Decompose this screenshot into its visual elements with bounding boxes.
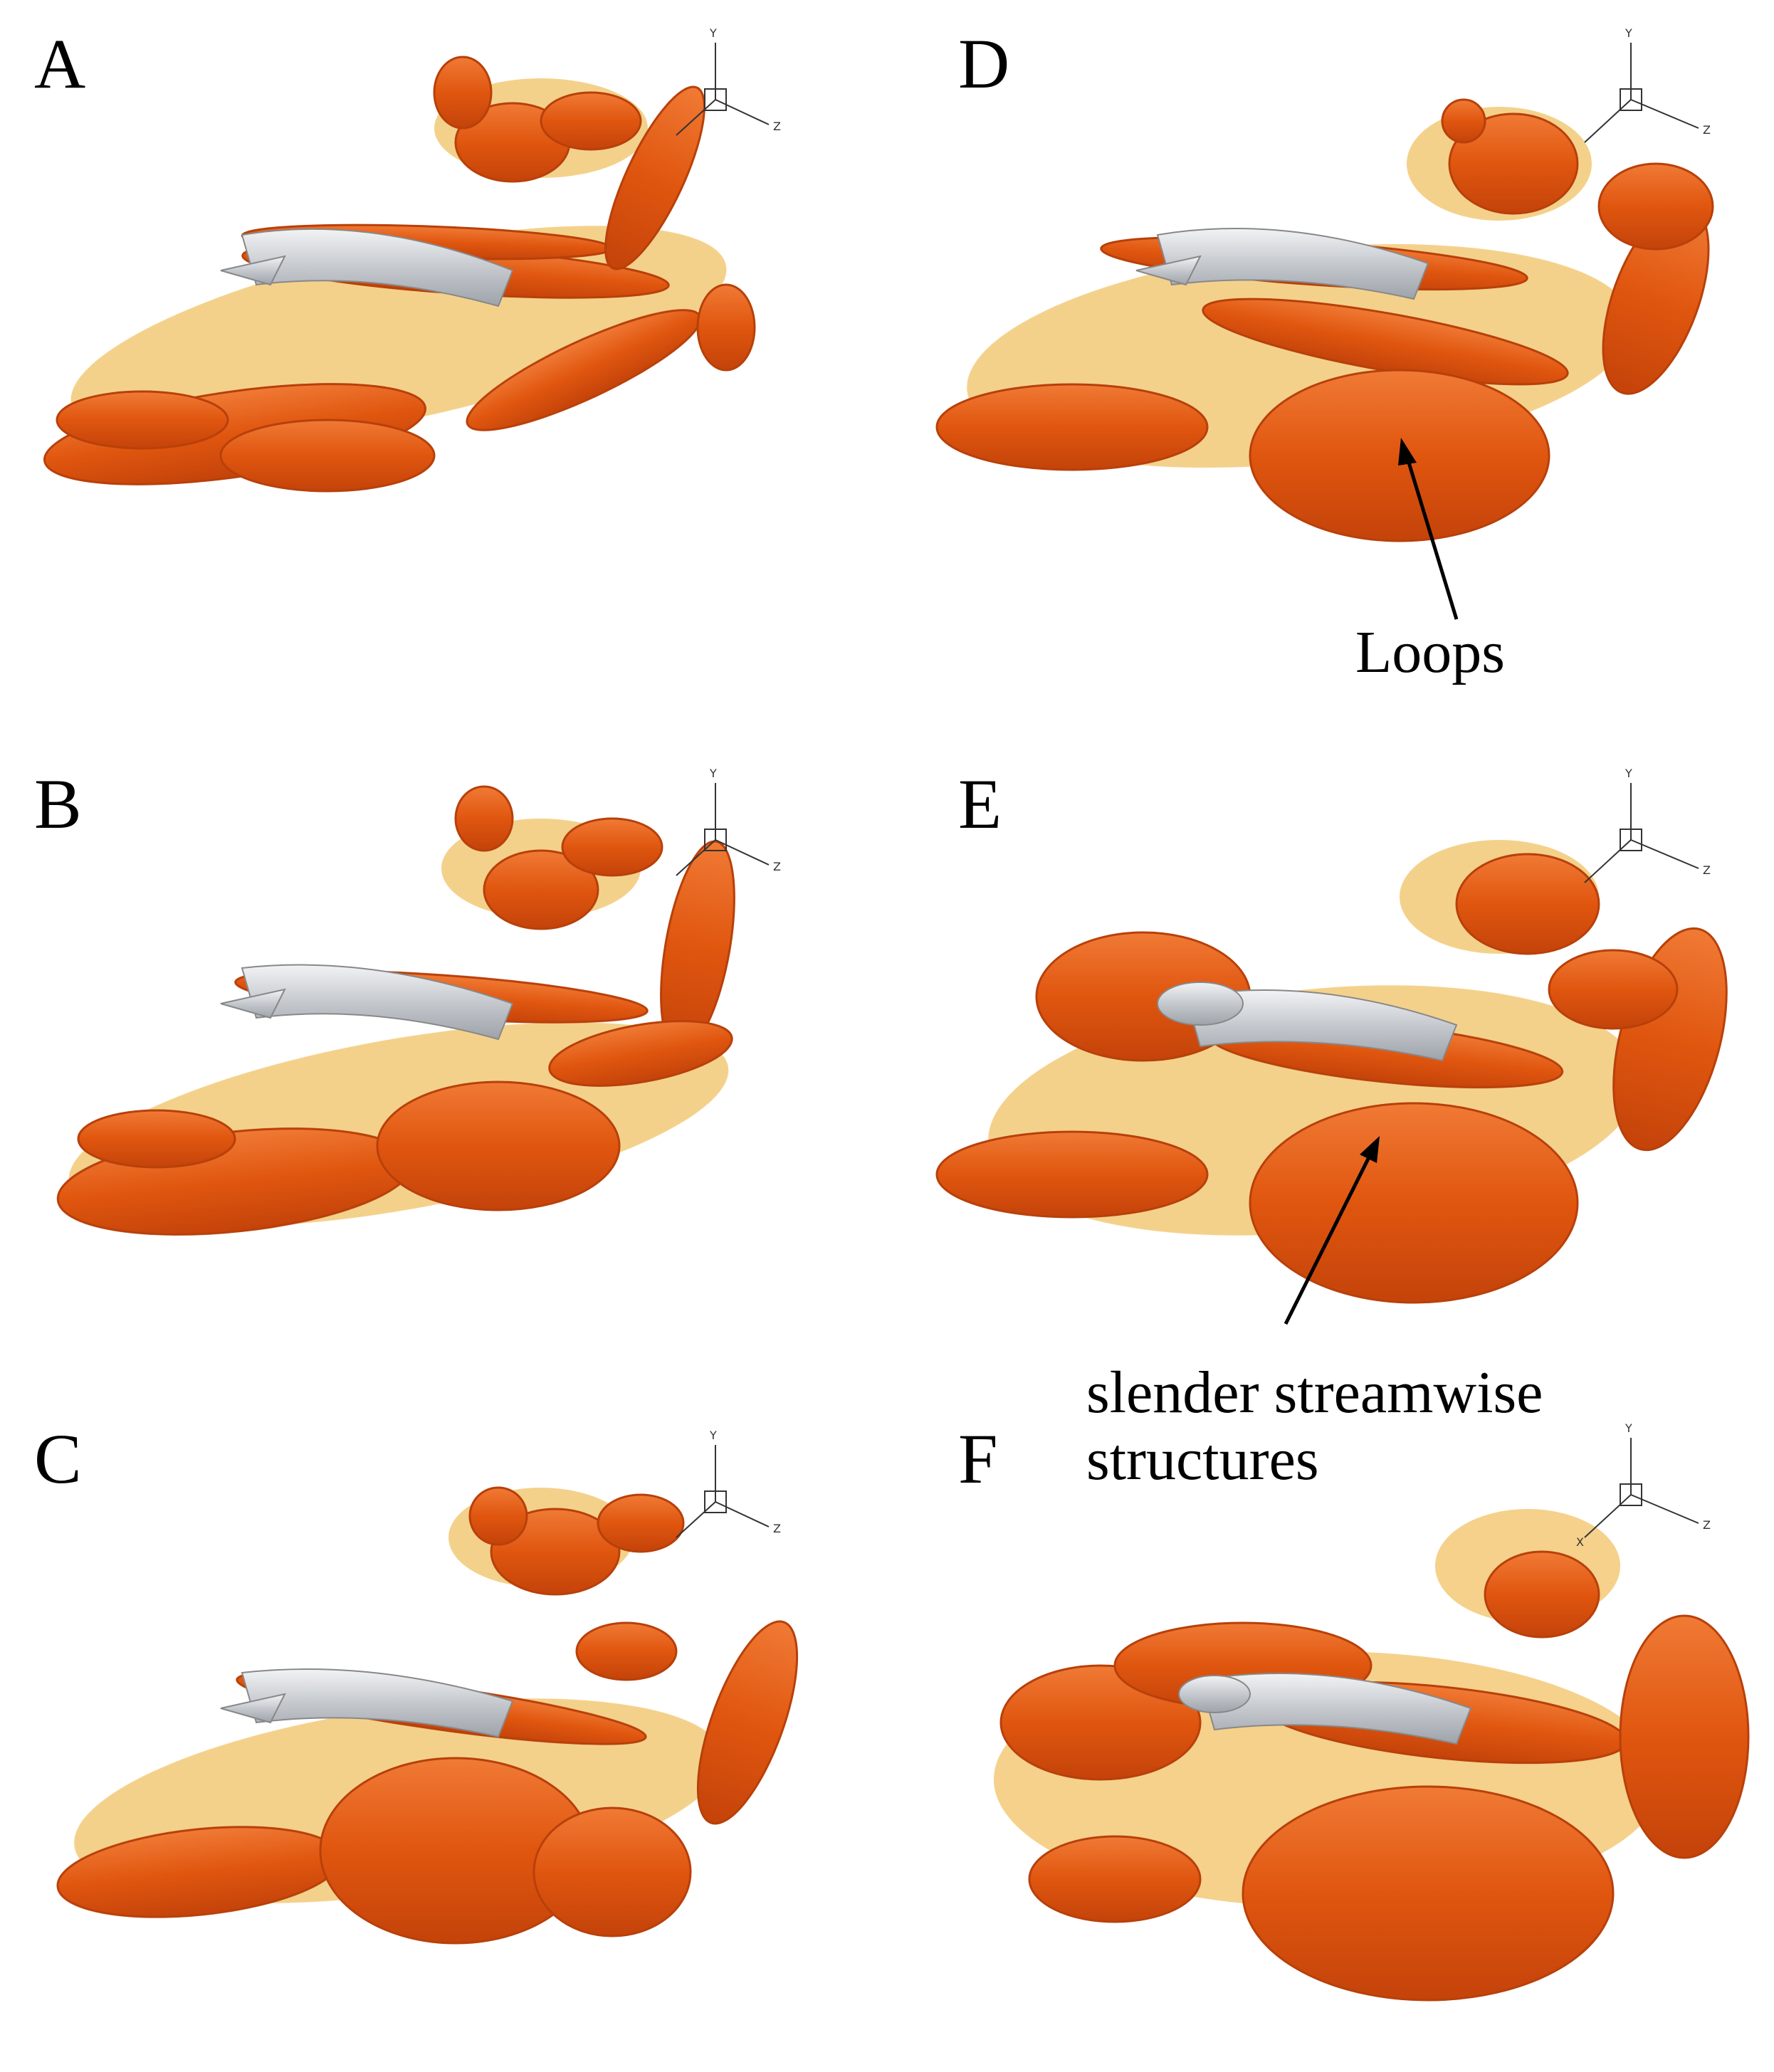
panel-label-e: E <box>958 764 1002 843</box>
vortex-isosurface-render: Y Z <box>56 1429 799 1945</box>
vortex-isosurface-render: Y Z <box>43 26 781 493</box>
svg-text:Y: Y <box>1625 26 1632 40</box>
svg-text:Y: Y <box>709 26 717 40</box>
vortex-isosurface-render: Y Z <box>935 767 1728 1325</box>
loops-annotation: Loops <box>1355 619 1505 685</box>
wing-body <box>1135 228 1429 300</box>
panel-c: Y Z C <box>0 1381 887 2071</box>
svg-text:Y: Y <box>709 1429 717 1442</box>
slender-structures-arrow <box>1284 1136 1380 1325</box>
wing-body <box>220 964 514 1041</box>
panel-b: Y Z B <box>0 740 887 1431</box>
panel-label-b: B <box>34 764 82 843</box>
svg-text:Z: Z <box>773 1522 781 1535</box>
svg-text:X: X <box>1576 1535 1584 1549</box>
svg-text:Y: Y <box>709 767 717 780</box>
vortex-isosurface-render: Y Z X <box>994 1421 1750 2002</box>
svg-text:Z: Z <box>1703 123 1711 137</box>
svg-text:Y: Y <box>1625 1421 1632 1435</box>
vortex-isosurface-render: Y Z <box>56 767 781 1236</box>
vortex-tubes <box>935 853 1728 1304</box>
svg-text:Z: Z <box>773 860 781 873</box>
loops-arrow <box>1398 438 1459 620</box>
svg-text:Z: Z <box>1703 1518 1711 1532</box>
wing-body <box>1178 1673 1472 1745</box>
slender-annotation-line1: slender streamwise <box>1086 1360 1543 1426</box>
slender-annotation-line2: structures <box>1086 1426 1319 1493</box>
panel-label-d: D <box>958 24 1010 103</box>
axes-triad: Y Z X <box>1576 1421 1711 1549</box>
svg-text:Y: Y <box>1625 767 1632 780</box>
vortex-isosurface-render: Y Z <box>935 26 1714 620</box>
panel-label-a: A <box>34 24 86 103</box>
axes-triad: Y Z <box>676 1429 781 1538</box>
axes-triad: Y Z <box>676 767 781 876</box>
vortex-tubes <box>56 785 735 1236</box>
svg-text:Z: Z <box>1703 863 1711 877</box>
wing-body <box>1157 982 1458 1062</box>
axes-triad: Y Z <box>1584 26 1711 143</box>
panel-label-f: F <box>958 1419 998 1498</box>
slender-structures-annotation: slender streamwise structures <box>1086 1360 1543 1493</box>
axes-triad: Y Z <box>1584 767 1711 883</box>
wing-body <box>220 1668 514 1738</box>
axes-triad: Y Z <box>676 26 781 136</box>
panel-d: Y Z D Loops <box>887 0 1774 690</box>
panel-e: Y Z E slender streamwise structures <box>887 740 1774 1493</box>
wing-body <box>220 228 514 307</box>
panel-f: Y Z X F <box>887 1381 1774 2071</box>
panel-a: Y Z A <box>0 0 887 690</box>
panel-label-c: C <box>34 1419 82 1498</box>
svg-text:Z: Z <box>773 120 781 133</box>
